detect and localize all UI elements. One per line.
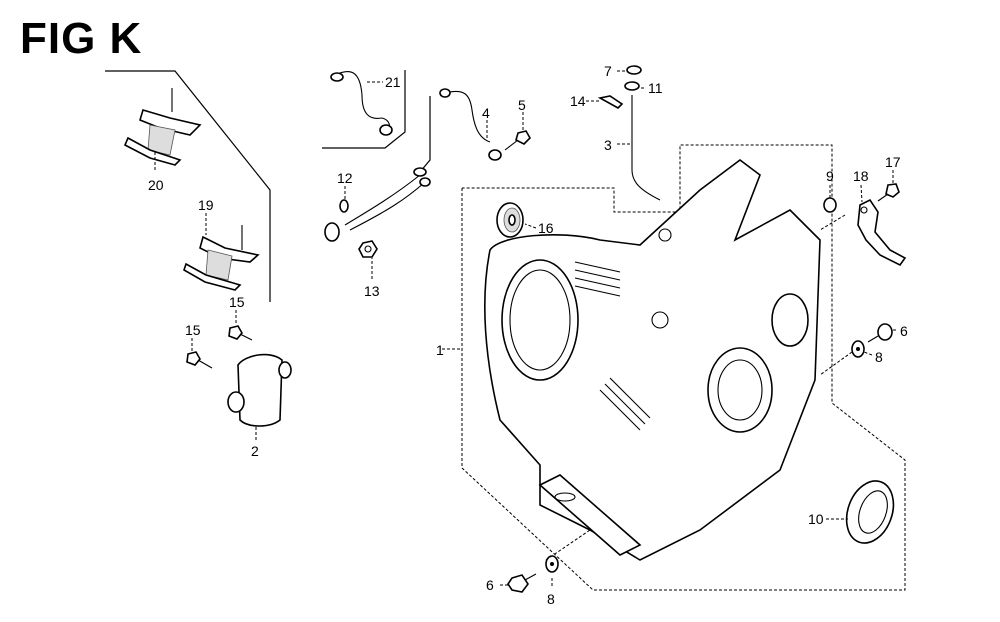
callout-3: 3 [604,137,612,153]
wire-21-boundary [322,70,406,149]
callout-labels: 1 2 3 4 5 6 6 7 8 8 9 10 11 12 13 14 15 … [148,63,908,607]
callout-9: 9 [826,168,834,184]
part-10-oil-seal[interactable] [838,474,901,549]
callout-4: 4 [482,105,490,121]
callout-15-lower: 15 [185,322,201,338]
callout-20: 20 [148,177,164,193]
wire-harness[interactable] [344,96,431,231]
callout-21: 21 [385,74,401,90]
callout-12: 12 [337,170,353,186]
part-12-grommet[interactable] [339,199,349,213]
part-2-oil-sensor[interactable] [227,222,340,427]
crankcase-group-boundary [461,144,906,591]
figure-title: FIG K [20,14,143,63]
part-8-washer-right[interactable] [851,340,865,358]
part-7-nut[interactable] [626,65,642,75]
callout-8-right: 8 [875,349,883,365]
callout-19: 19 [198,197,214,213]
callout-6-right: 6 [900,323,908,339]
part-1-crankcase[interactable] [483,159,821,561]
callout-17: 17 [885,154,901,170]
part-4-wire[interactable] [439,88,502,161]
callout-2: 2 [251,443,259,459]
part-6-bolt-bottom[interactable] [507,573,537,593]
callout-1: 1 [436,342,444,358]
part-15-bolt-lower[interactable] [186,351,213,369]
part-15-bolt-upper[interactable] [228,325,253,341]
group-boundaries [105,70,906,591]
leader-lines [154,70,896,588]
mount-group-boundary [105,70,271,302]
callout-14: 14 [570,93,586,109]
callout-7: 7 [604,63,612,79]
callout-15-upper: 15 [229,294,245,310]
part-11-washer[interactable] [624,81,640,91]
callout-11: 11 [648,80,663,96]
part-20-engine-mount[interactable] [123,88,202,166]
callout-13: 13 [364,283,380,299]
cylinder-fins [574,261,651,431]
part-14-clip[interactable] [597,95,624,109]
callout-5: 5 [518,97,526,113]
callout-18: 18 [853,168,869,184]
part-5-bolt[interactable] [504,130,531,151]
callout-6-bottom: 6 [486,577,494,593]
part-9-dowel[interactable] [823,197,837,213]
callout-8-bottom: 8 [547,591,555,607]
part-18-switch[interactable] [857,198,907,267]
part-8-washer-bottom[interactable] [545,555,559,573]
part-6-bolt-right[interactable] [867,323,893,343]
part-16-oil-seal[interactable] [496,202,524,238]
callout-10: 10 [808,511,824,527]
part-13-nut[interactable] [358,240,378,258]
part-19-engine-mount[interactable] [183,225,260,291]
part-21-wire[interactable] [330,71,393,136]
part-3-rod[interactable] [631,95,661,201]
part-17-bolt[interactable] [877,183,900,202]
callout-16: 16 [538,220,554,236]
